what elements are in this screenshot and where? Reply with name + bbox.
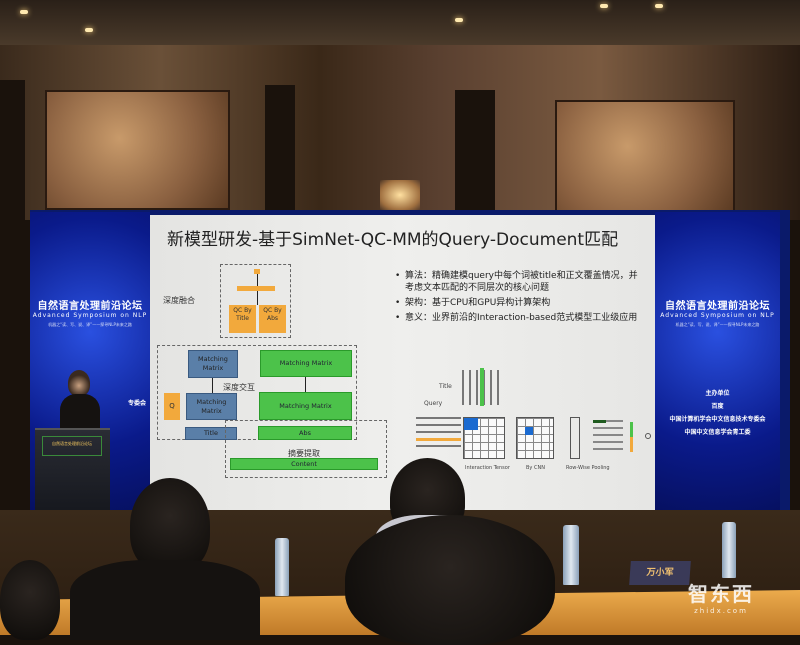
arrow [212,378,213,393]
title-box: Title [185,427,237,440]
ceiling-light [455,18,463,22]
content-box: Content [230,458,378,470]
banner-title: 自然语言处理前沿论坛 [665,301,770,312]
pooling-column [570,417,580,459]
pillar [455,90,495,215]
speaker-head [68,370,90,396]
wall-painting [45,90,230,210]
qc-by-title-box: QC By Title [229,305,256,333]
speaker-body [60,394,100,434]
deep-interaction-label: 深度交互 [223,383,255,392]
by-cnn-label: By CNN [526,465,545,471]
ceiling-light [655,4,663,8]
banner-subtitle: 机器之“读、写、说、译”——探寻NLP未来之路 [48,322,132,327]
ceiling-light [20,10,28,14]
interaction-tensor [463,417,505,459]
row-wise-pooling-label: Row-Wise Pooling [566,465,610,471]
audience-body [70,560,260,640]
name-card: 万小军 [629,561,691,585]
cnn-highlight [525,427,533,435]
banner-title-en: Advanced Symposium on NLP [32,312,148,319]
query-encoder [416,417,461,452]
banner-title-en: Advanced Symposium on NLP [660,312,775,319]
organizer: 百度 [711,403,724,410]
arrow [305,377,306,392]
pillar [265,85,295,215]
cnn-map [516,417,554,459]
extraction-box [225,420,387,478]
figure-title-label: Title [439,383,452,390]
title-matching-matrix: Matching Matrix [186,393,237,420]
ceiling-light [600,4,608,8]
query-highlight [416,438,461,441]
watermark-logo: 智东西 zhidx.com [688,578,754,615]
query-box: Q [164,393,180,420]
wall-painting [555,100,735,215]
bullet-list: 算法：精确建模query中每个词被title和正文覆盖情况，并考虑文本匹配的不同… [395,270,640,327]
abs-matching-matrix: Matching Matrix [259,392,352,420]
audience-head [0,560,60,640]
banner-title: 自然语言处理前沿论坛 [37,301,143,312]
bullet-architecture: 架构：基于CPU和GPU异构计算架构 [395,297,640,309]
ceiling [0,0,800,45]
banner-partial-org: 专委会 [127,400,146,407]
water-bottle [563,525,579,585]
output-circle [645,433,651,439]
fusion-box [220,264,291,338]
title-matching-matrix-top: Matching Matrix [188,350,238,378]
organizer: 中国计算机学会中文信息技术专委会 [669,416,766,423]
organizers-label: 主办单位 [705,390,730,397]
fusion-layer [237,286,275,291]
summary-extraction-label: 摘要提取 [288,449,320,458]
title-highlight [480,368,484,406]
water-bottle [275,538,289,596]
presentation-slide: 新模型研发-基于SimNet-QC-MM的Query-Document匹配 深度… [150,215,655,512]
mlp-layers [593,420,623,455]
mlp-highlight [593,420,606,423]
score-bar [630,422,633,452]
deep-fusion-label: 深度融合 [163,296,195,305]
speaker [60,370,100,434]
right-banner: 自然语言处理前沿论坛 Advanced Symposium on NLP 机器之… [655,212,780,512]
banner-subtitle: 机器之“读、写、说、译”——探寻NLP未来之路 [675,322,760,327]
figure-query-label: Query [424,400,443,407]
bullet-algorithm: 算法：精确建模query中每个词被title和正文覆盖情况，并考虑文本匹配的不同… [395,270,640,294]
audience-head [130,478,210,573]
podium [35,428,110,513]
bullet-significance: 意义：业界前沿的Interaction-based范式模型工业级应用 [395,312,640,324]
abs-matching-matrix-top: Matching Matrix [260,350,352,377]
watermark-brand: 智东西 [688,582,754,606]
arrow [257,274,258,286]
watermark-url: zhidx.com [694,607,748,615]
water-bottle [722,522,736,578]
podium-sign: 自然语言处理前沿论坛 [42,436,102,456]
model-figure: Title Query Interaction Tensor By CNN Ro… [408,365,658,475]
tensor-highlight [464,418,478,430]
interaction-box [157,345,357,440]
ceiling-light [85,28,93,32]
slide-title: 新模型研发-基于SimNet-QC-MM的Query-Document匹配 [167,230,619,250]
arrow [257,291,258,305]
chandelier [380,180,420,210]
abs-box: Abs [258,426,352,440]
interaction-tensor-label: Interaction Tensor [465,465,510,471]
output-node [254,269,260,274]
organizer: 中国中文信息学会青工委 [684,429,751,436]
audience-head [345,515,555,645]
qc-by-abs-box: QC By Abs [259,305,286,333]
pillar [0,80,25,220]
